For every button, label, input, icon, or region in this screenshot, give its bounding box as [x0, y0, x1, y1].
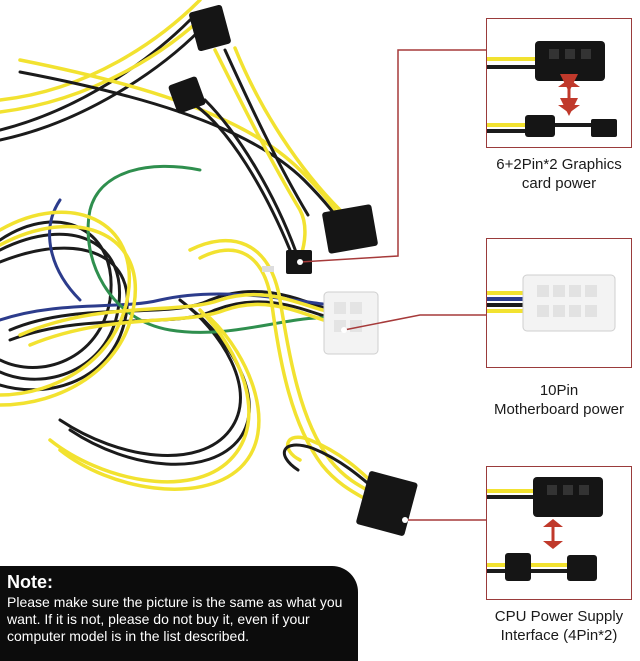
cable-tie [262, 266, 274, 272]
callout-dot-graphics [297, 259, 303, 265]
connector-top-1 [189, 4, 231, 52]
caption-cpu: CPU Power Supply Interface (4Pin*2) [470, 607, 640, 645]
caption-cpu-line2: Interface (4Pin*2) [500, 627, 618, 644]
note-banner: Note: Please make sure the picture is th… [0, 566, 358, 661]
callout-dot-cpu [402, 517, 408, 523]
callout-dot-motherboard [341, 327, 347, 333]
callout-lines [299, 49, 486, 521]
caption-graphics: 6+2Pin*2 Graphics card power [470, 155, 640, 193]
note-title: Note: [7, 572, 53, 592]
caption-motherboard-line1: 10Pin [539, 382, 579, 399]
caption-motherboard: 10Pin Motherboard power [470, 381, 640, 419]
caption-cpu-line1: CPU Power Supply [494, 608, 624, 625]
inset-motherboard-connector [486, 238, 632, 368]
connector-top-2 [168, 76, 206, 114]
connector-motherboard-10pin [323, 291, 379, 355]
caption-motherboard-line2: Motherboard power [493, 401, 625, 418]
note-body: Please make sure the picture is the same… [7, 594, 343, 644]
connector-graphics-8pin [286, 204, 378, 274]
caption-graphics-line1: 6+2Pin*2 Graphics [496, 156, 622, 173]
caption-graphics-line2: card power [521, 175, 597, 192]
inset-cpu-connector [486, 466, 632, 600]
inset-graphics-connector [486, 18, 632, 148]
wire-bundle [0, 0, 387, 510]
